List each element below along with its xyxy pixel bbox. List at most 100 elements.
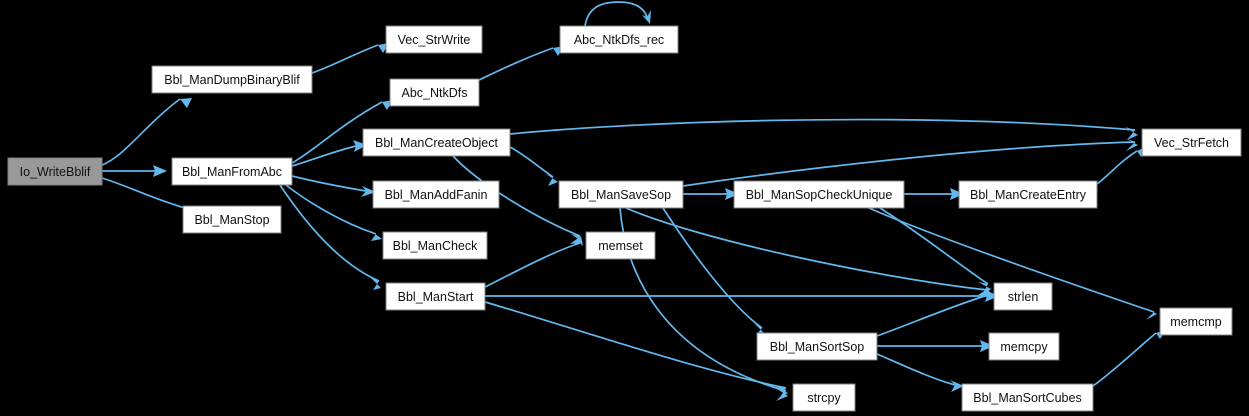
edge-bbl_mansortsop-to-memcpy [877,340,994,352]
node-box[interactable] [382,231,488,260]
edges-layer [101,1,1167,401]
edge-line [509,118,1136,135]
edge-bbl_mancreateentry-to-vec_strfetch [1096,146,1147,185]
edge-line [1092,332,1157,387]
edge-bbl_manfromabc-to-bbl_mancreateobject [291,140,367,167]
node-box[interactable] [385,25,483,54]
node-io_writebblif[interactable]: Io_WriteBblif [7,157,103,186]
edge-line [876,294,989,337]
arrowhead-icon [980,340,994,352]
edge-line [101,98,181,166]
edge-bbl_manstart-to-memset [484,236,583,288]
node-box[interactable] [993,282,1053,311]
node-box[interactable] [151,65,313,94]
arrowhead-icon [353,140,367,152]
edge-bbl_manstart-to-strlen [485,290,999,302]
node-vec_strwrite[interactable]: Vec_StrWrite [385,25,483,54]
edge-line [879,207,989,285]
node-abc_ntkdfs[interactable]: Abc_NtkDfs [389,78,480,107]
node-box[interactable] [7,157,103,186]
node-box[interactable] [961,383,1094,412]
edge-bbl_mansavesop-to-strlen [625,207,990,298]
arrowhead-icon [775,387,788,400]
node-bbl_manaddfanin[interactable]: Bbl_ManAddFanin [372,180,500,209]
node-bbl_mansavesop[interactable]: Bbl_ManSaveSop [558,180,684,209]
node-bbl_mancheck[interactable]: Bbl_ManCheck [382,231,488,260]
edge-line [682,141,1136,187]
node-bbl_mansopcheckunique[interactable]: Bbl_ManSopCheckUnique [733,180,905,209]
node-abc_ntkdfs_rec[interactable]: Abc_NtkDfs_rec [559,25,679,54]
edge-line [868,207,1155,313]
edge-line [584,1,648,27]
node-box[interactable] [792,383,856,412]
arrowhead-icon [546,174,558,186]
arrowhead-icon [153,165,167,177]
edge-line [452,155,581,237]
node-box[interactable] [389,78,480,107]
arrowhead-icon [774,387,788,401]
arrowhead-icon [950,188,964,200]
node-vec_strfetch[interactable]: Vec_StrFetch [1141,128,1242,157]
edge-bbl_manfromabc-to-bbl_mancheck [285,184,382,241]
node-bbl_manfromabc[interactable]: Bbl_ManFromAbc [171,157,293,186]
node-box[interactable] [558,180,684,209]
edge-io_writebblif-to-bbl_manfromabc [102,165,167,177]
node-box[interactable] [585,231,656,260]
nodes-layer: Io_WriteBblif Bbl_ManDumpBinaryBlifBbl_Ma… [7,25,1242,412]
edge-line [279,184,380,282]
edge-bbl_manstart-to-strcpy [484,301,788,400]
edge-abc_ntkdfs-to-abc_ntkdfs_rec [478,46,564,81]
edge-line [1096,150,1138,185]
node-bbl_mansortsop[interactable]: Bbl_ManSortSop [756,332,878,361]
node-box[interactable] [756,332,878,361]
node-box[interactable] [988,332,1060,361]
edge-bbl_mansortcubes-to-memcmp [1092,329,1167,387]
node-box[interactable] [958,180,1098,209]
edge-line [285,184,377,235]
node-strlen[interactable]: strlen [993,282,1053,311]
edge-line [662,207,763,329]
node-memcpy[interactable]: memcpy [988,332,1060,361]
node-bbl_mandumpbinaryblif[interactable]: Bbl_ManDumpBinaryBlif [151,65,313,94]
arrowhead-icon [371,278,381,290]
node-box[interactable] [733,180,905,209]
edge-line [311,44,379,74]
node-box[interactable] [385,282,486,311]
arrowhead-icon [1125,138,1138,151]
node-strcpy[interactable]: strcpy [792,383,856,412]
node-box[interactable] [1141,128,1242,157]
arrowhead-icon [570,236,583,246]
arrowhead-icon [1143,306,1157,320]
edge-bbl_mandumpbinaryblif-to-vec_strwrite [311,43,389,74]
edge-line [876,353,956,386]
node-memset[interactable]: memset [585,231,656,260]
node-bbl_mancreateobject[interactable]: Bbl_ManCreateObject [362,128,511,157]
arrowhead-icon [725,188,739,200]
edge-bbl_mancreateobject-to-vec_strfetch [509,118,1138,140]
node-box[interactable] [559,25,679,54]
edge-bbl_mansopcheckunique-to-bbl_mancreateentry [904,188,964,200]
edge-bbl_mansortsop-to-strlen [876,288,990,337]
node-bbl_manstop[interactable]: Bbl_ManStop [182,205,282,234]
node-bbl_manstart[interactable]: Bbl_ManStart [385,282,486,311]
node-box[interactable] [171,157,293,186]
node-box[interactable] [1159,307,1233,336]
node-box[interactable] [182,205,282,234]
edge-io_writebblif-to-bbl_mandumpbinaryblif [101,98,192,166]
edge-line [484,242,581,288]
node-bbl_mansortcubes[interactable]: Bbl_ManSortCubes [961,383,1094,412]
node-box[interactable] [362,128,511,157]
edge-bbl_manfromabc-to-bbl_manaddfanin [291,175,376,197]
edge-bbl_mansortsop-to-bbl_mansortcubes [876,353,964,392]
arrowhead-icon [950,380,964,392]
edge-line [484,301,787,389]
edge-bbl_mansavesop-to-vec_strfetch [682,138,1138,187]
edge-bbl_mancreateobject-to-bbl_mansavesop [509,146,558,186]
node-bbl_mancreateentry[interactable]: Bbl_ManCreateEntry [958,180,1098,209]
edge-line [291,175,367,192]
node-memcmp[interactable]: memcmp [1159,307,1233,336]
arrowhead-icon [370,230,382,241]
node-box[interactable] [372,180,500,209]
